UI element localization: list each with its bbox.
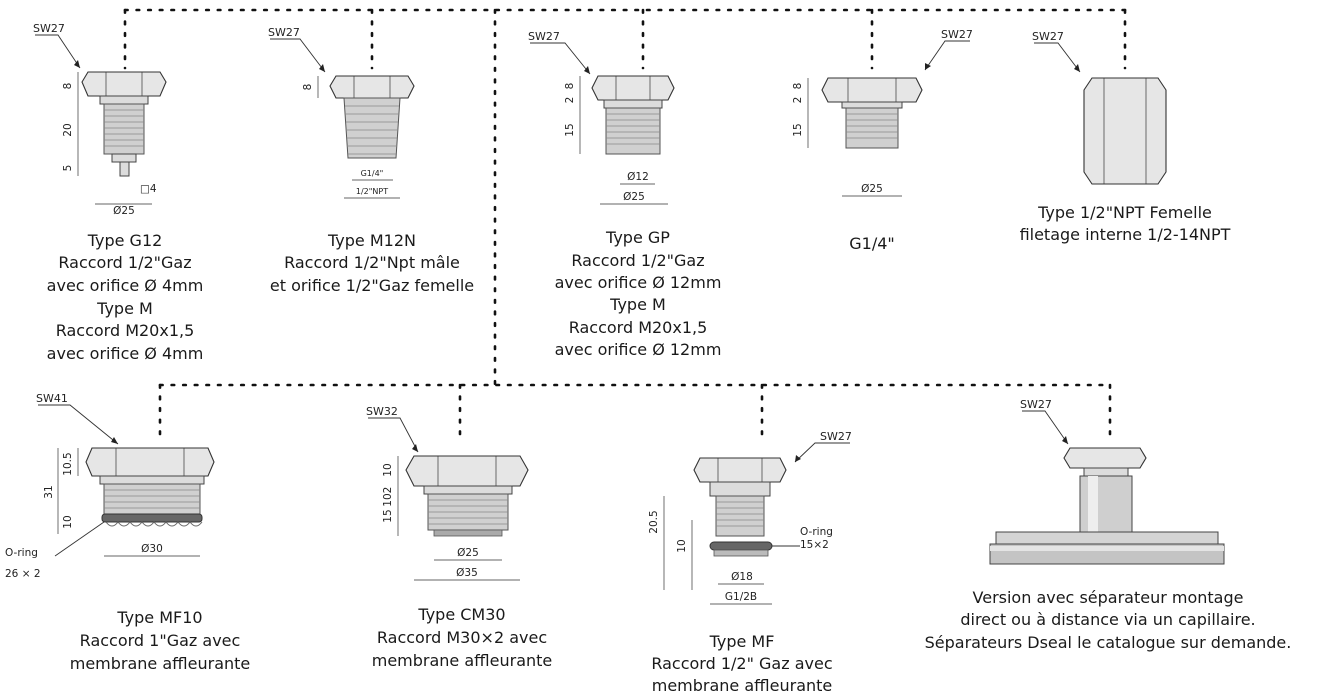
fitting-m12n: SW27 8 G1/4" 1/2"NPT Type M12N Raccord 1… bbox=[268, 26, 474, 295]
caption-line: Type M bbox=[96, 299, 153, 318]
dim-a: 2 bbox=[792, 97, 804, 104]
caption-line: G1/4" bbox=[849, 234, 895, 253]
fitting-separator: SW27 Version avec séparateur montage dir… bbox=[925, 398, 1292, 652]
caption-line: membrane affleurante bbox=[652, 676, 833, 695]
caption-line: Raccord M20x1,5 bbox=[56, 321, 195, 340]
dim-thread: 10 bbox=[676, 539, 688, 552]
dim-thread: 10 bbox=[62, 515, 74, 528]
wrench-size-label: SW41 bbox=[36, 392, 68, 405]
dim-thread: 20 bbox=[62, 123, 74, 136]
fitting-g12: SW27 8 20 5 Ø25 □4 Type G12 Raccord 1/2"… bbox=[33, 22, 203, 363]
dim-outer-thread: 1/2"NPT bbox=[356, 187, 388, 196]
dim-b: 2 bbox=[382, 487, 394, 494]
dim-thread: 15 bbox=[792, 123, 804, 136]
dim-a: 2 bbox=[564, 97, 576, 104]
dim-inner-thread: G1/4" bbox=[361, 169, 384, 178]
caption-line: Raccord M30×2 avec bbox=[377, 628, 547, 647]
caption-line: Type G12 bbox=[87, 231, 163, 250]
fitting-mf: SW27 20.5 10 Ø18 G1/2B O-ring 15×2 Type … bbox=[648, 430, 852, 695]
dim-inner: Ø25 bbox=[457, 547, 479, 559]
dim-diameter: Ø30 bbox=[141, 543, 163, 555]
dim-diameter: Ø35 bbox=[456, 567, 478, 579]
oring-size: 15×2 bbox=[800, 539, 829, 551]
caption-line: direct ou à distance via un capillaire. bbox=[960, 610, 1255, 629]
caption-line: avec orifice Ø 12mm bbox=[555, 273, 722, 292]
connector-dotted-lines bbox=[123, 8, 1127, 442]
caption-line: Type 1/2"NPT Femelle bbox=[1037, 203, 1212, 222]
wrench-size-label: SW27 bbox=[941, 28, 973, 41]
dim-hex: 8 bbox=[302, 84, 314, 91]
dim-hex: 8 bbox=[62, 83, 74, 90]
dim-total: 20.5 bbox=[648, 510, 660, 533]
dim-inner: Ø12 bbox=[627, 171, 649, 183]
caption-line: Type MF bbox=[709, 632, 775, 651]
wrench-size-label: SW27 bbox=[1020, 398, 1052, 411]
caption-line: membrane affleurante bbox=[70, 654, 251, 673]
fitting-mf10: SW41 10.5 31 10 Ø30 O-ring 26 × 2 Type M… bbox=[5, 392, 250, 673]
caption-line: avec orifice Ø 4mm bbox=[47, 344, 204, 363]
wrench-size-label: SW27 bbox=[820, 430, 852, 443]
caption-line: Raccord 1/2"Npt mâle bbox=[284, 253, 460, 272]
dim-diameter: Ø25 bbox=[623, 191, 645, 203]
dim-b: 8 bbox=[792, 83, 804, 90]
wrench-size-label: SW27 bbox=[528, 30, 560, 43]
caption-line: Type GP bbox=[605, 228, 670, 247]
dim-total: 31 bbox=[43, 485, 55, 498]
dim-diameter: Ø25 bbox=[861, 183, 883, 195]
caption-line: et orifice 1/2"Gaz femelle bbox=[270, 276, 474, 295]
dim-c: 10 bbox=[382, 493, 394, 506]
caption-line: Raccord 1/2"Gaz bbox=[58, 253, 191, 272]
caption-line: Raccord 1"Gaz avec bbox=[80, 631, 241, 650]
caption-line: Raccord 1/2" Gaz avec bbox=[651, 654, 832, 673]
caption-line: Raccord 1/2"Gaz bbox=[571, 251, 704, 270]
oring-label: O-ring bbox=[5, 547, 38, 559]
dim-bore: □4 bbox=[140, 183, 157, 195]
dim-hex: 10.5 bbox=[62, 452, 74, 475]
dim-tip: 5 bbox=[62, 165, 74, 172]
dim-thread: 15 bbox=[564, 123, 576, 136]
caption-line: avec orifice Ø 12mm bbox=[555, 340, 722, 359]
oring-label: O-ring bbox=[800, 526, 833, 538]
caption-line: Type M bbox=[609, 295, 666, 314]
dim-diameter: G1/2B bbox=[725, 591, 757, 603]
caption-line: Séparateurs Dseal le catalogue sur deman… bbox=[925, 633, 1292, 652]
caption-line: Raccord M20x1,5 bbox=[569, 318, 708, 337]
wrench-size-label: SW27 bbox=[268, 26, 300, 39]
caption-line: Type MF10 bbox=[116, 608, 202, 627]
caption-line: Type M12N bbox=[327, 231, 416, 250]
caption-line: avec orifice Ø 4mm bbox=[47, 276, 204, 295]
fitting-g14: SW27 2 8 15 Ø25 G1/4" bbox=[792, 28, 973, 253]
wrench-size-label: SW32 bbox=[366, 405, 398, 418]
wrench-size-label: SW27 bbox=[1032, 30, 1064, 43]
caption-line: Version avec séparateur montage bbox=[973, 588, 1244, 607]
dim-thread: 15 bbox=[382, 509, 394, 522]
caption-line: membrane affleurante bbox=[372, 651, 553, 670]
dim-a: 10 bbox=[382, 463, 394, 476]
fitting-cm30: SW32 10 2 10 15 Ø25 Ø35 Type CM30 Raccor… bbox=[366, 405, 552, 670]
dim-b: 8 bbox=[564, 83, 576, 90]
caption-line: Type CM30 bbox=[417, 605, 505, 624]
oring-size: 26 × 2 bbox=[5, 568, 41, 580]
fitting-gp: SW27 2 8 15 Ø12 Ø25 Type GP Raccord 1/2"… bbox=[528, 30, 721, 359]
wrench-size-label: SW27 bbox=[33, 22, 65, 35]
fitting-npt-female: SW27 Type 1/2"NPT Femelle filetage inter… bbox=[1020, 30, 1231, 244]
dim-diameter: Ø25 bbox=[113, 205, 135, 217]
caption-line: filetage interne 1/2-14NPT bbox=[1020, 225, 1231, 244]
dim-inner: Ø18 bbox=[731, 571, 753, 583]
